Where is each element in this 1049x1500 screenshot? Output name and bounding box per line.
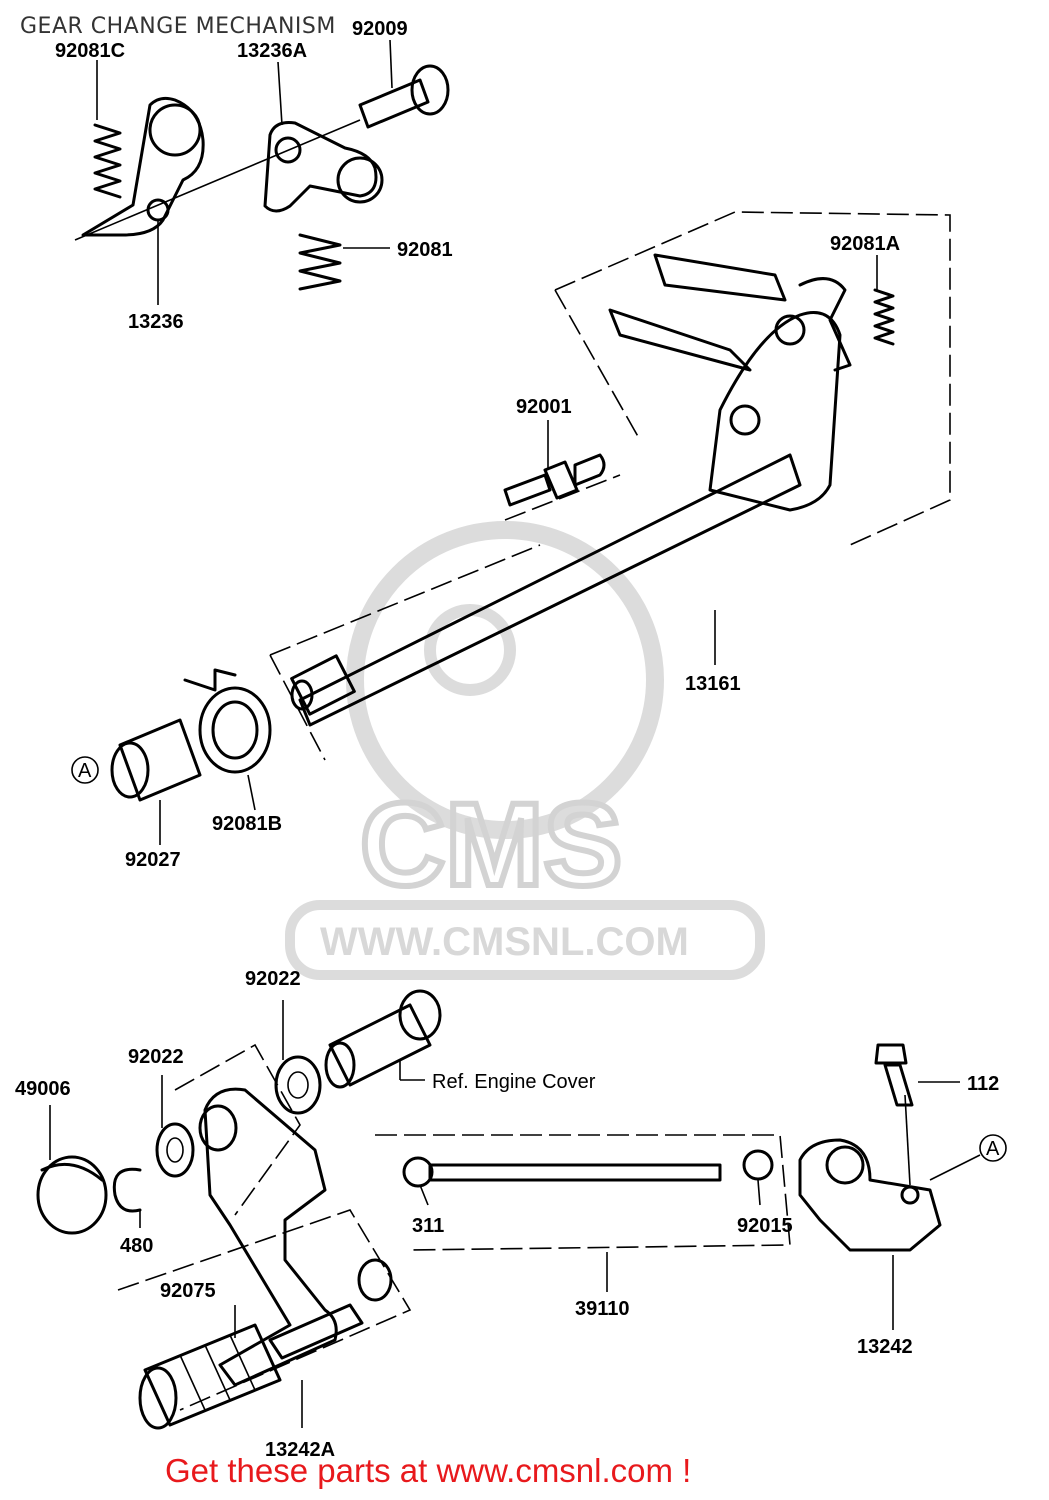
marker-a-upper: A: [71, 756, 99, 784]
marker-a-lower: A: [979, 1134, 1007, 1162]
label-92009: 92009: [352, 18, 408, 40]
shift-shaft-frame: [269, 211, 951, 761]
arm-13236A: [263, 121, 384, 213]
label-13236: 13236: [128, 311, 184, 333]
marker-a-upper-label: A: [78, 760, 92, 782]
cap-49006: [36, 1155, 108, 1235]
pin-92001: [503, 453, 606, 507]
bolt-112: [874, 1043, 914, 1107]
label-112: 112: [967, 1073, 999, 1095]
label-92015: 92015: [737, 1215, 793, 1237]
label-13242: 13242: [857, 1336, 913, 1358]
label-92081A: 92081A: [830, 233, 900, 255]
label-13242A: 13242A: [265, 1439, 335, 1461]
pedal-frame: [117, 1043, 791, 1411]
label-13161: 13161: [685, 673, 741, 695]
watermark-brand: CMS: [360, 779, 622, 911]
footer-link[interactable]: Get these parts at www.cmsnl.com !: [165, 1452, 692, 1489]
label-92075: 92075: [160, 1280, 216, 1302]
tie-rod-39110: [402, 1149, 774, 1188]
stud-shaft: [324, 989, 442, 1089]
leader-lines: [49, 39, 981, 1428]
label-49006: 49006: [15, 1078, 71, 1100]
spring-92081: [298, 233, 342, 291]
watermark-url: WWW.CMSNL.COM: [320, 920, 689, 964]
page-title: GEAR CHANGE MECHANISM: [20, 14, 336, 39]
bolt-92009: [358, 64, 450, 129]
arm-13236: [74, 96, 361, 241]
reference-engine-cover: Ref. Engine Cover: [432, 1071, 596, 1093]
washer-92022-upper: [274, 1055, 322, 1115]
spring-92081A: [873, 288, 895, 346]
pedal-13242A: [198, 1087, 393, 1387]
shift-lever-13242: [798, 1138, 942, 1252]
spring-92081C: [93, 123, 122, 199]
label-92001: 92001: [516, 396, 572, 418]
label-39110: 39110: [575, 1298, 630, 1320]
label-92022-upper: 92022: [245, 968, 301, 990]
collar-92027: [110, 718, 202, 802]
rubber-92075: [138, 1323, 282, 1430]
washer-92022-lower: [155, 1122, 195, 1178]
cms-watermark: CMS WWW.CMSNL.COM: [285, 521, 765, 980]
label-480: 480: [120, 1235, 153, 1257]
label-92081B: 92081B: [212, 813, 282, 835]
label-92022-lower: 92022: [128, 1046, 184, 1068]
shift-shaft-13161: [290, 453, 802, 727]
spring-92081B: [183, 668, 272, 774]
label-13236A: 13236A: [237, 40, 307, 62]
label-92081C: 92081C: [55, 40, 125, 62]
shift-fork-arm: [608, 253, 852, 512]
label-92081: 92081: [397, 239, 453, 261]
circlip-480: [112, 1167, 142, 1213]
label-92027: 92027: [125, 849, 181, 871]
label-311: 311: [412, 1215, 444, 1237]
marker-a-lower-label: A: [986, 1138, 1000, 1160]
